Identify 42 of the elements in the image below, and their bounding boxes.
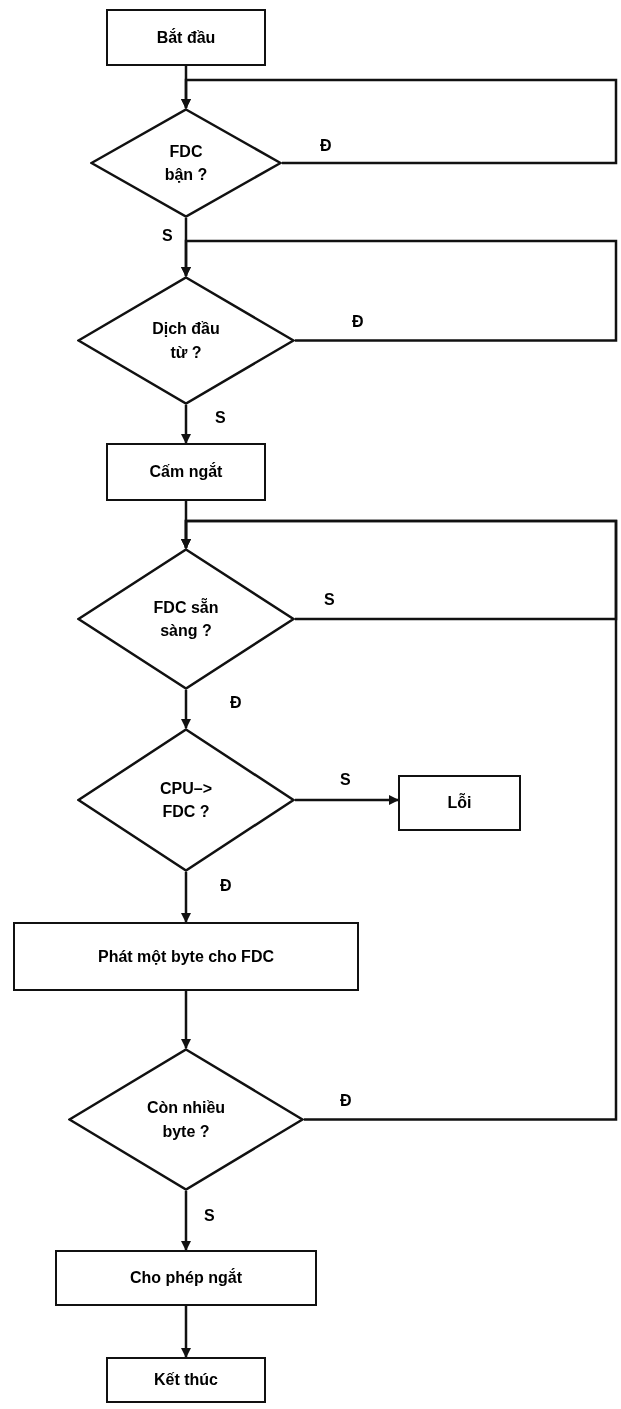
edge-label: S bbox=[202, 1208, 217, 1224]
arrow bbox=[181, 872, 191, 923]
node-text: Dịch đầu từ ? bbox=[151, 319, 221, 363]
process-box bbox=[106, 443, 266, 501]
node-text: Bắt đầu bbox=[156, 27, 216, 48]
node-text: Cho phép ngắt bbox=[130, 1267, 242, 1289]
decision-diamond bbox=[77, 728, 295, 872]
node-text: Kết thúc bbox=[154, 1370, 218, 1391]
edge-label: Đ bbox=[338, 1093, 354, 1109]
edge-label: S bbox=[322, 592, 337, 608]
edge-label: Đ bbox=[228, 695, 244, 711]
edge-label: Đ bbox=[218, 878, 234, 894]
node-text: Phát một byte cho FDC bbox=[98, 946, 274, 967]
node-text: FDC sẵn sàng ? bbox=[152, 597, 220, 641]
arrow bbox=[295, 795, 399, 805]
process-box bbox=[55, 1250, 317, 1306]
decision-diamond bbox=[90, 108, 282, 218]
arrow bbox=[181, 405, 191, 444]
node-text: CPU–> FDC ? bbox=[159, 778, 213, 822]
edge-label: Đ bbox=[318, 138, 334, 154]
process-box bbox=[13, 922, 359, 991]
decision-diamond bbox=[77, 276, 295, 405]
arrow bbox=[181, 690, 191, 729]
node-text: Cấm ngắt bbox=[149, 461, 223, 483]
decision-diamond bbox=[77, 548, 295, 690]
edge-label: Đ bbox=[350, 314, 366, 330]
arrow bbox=[181, 239, 618, 342]
arrow bbox=[181, 519, 618, 1121]
node-text: Còn nhiều byte ? bbox=[145, 1098, 227, 1142]
decision-diamond bbox=[68, 1048, 304, 1191]
node-text: Lỗi bbox=[447, 792, 472, 814]
process-box bbox=[106, 9, 266, 66]
process-box bbox=[106, 1357, 266, 1403]
arrow bbox=[181, 1306, 191, 1358]
arrow bbox=[181, 78, 618, 165]
edge-label: S bbox=[338, 772, 353, 788]
edge-label: S bbox=[213, 410, 228, 426]
arrow bbox=[181, 1191, 191, 1251]
arrow bbox=[181, 991, 191, 1049]
process-box bbox=[398, 775, 521, 831]
edge-label: S bbox=[160, 228, 175, 244]
node-text: FDC bận ? bbox=[163, 141, 209, 185]
